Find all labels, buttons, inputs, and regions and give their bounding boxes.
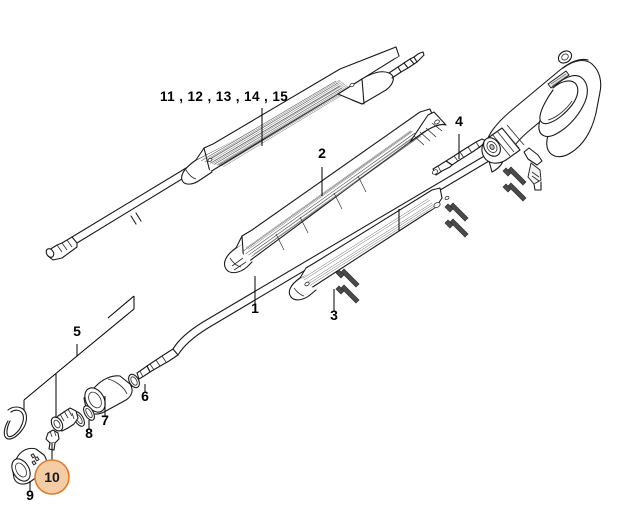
part-group-nozzle-assembly (3, 373, 140, 485)
callout-label-1: 1 (251, 300, 259, 316)
part-group-rotary-lance (45, 46, 425, 261)
lance-thin-tube-upper (45, 161, 201, 261)
rotary-lance-body (181, 46, 425, 185)
screw (502, 182, 527, 202)
callout-label-8: 8 (85, 425, 93, 441)
lance-tube-fitting (136, 348, 179, 380)
part-group-spray-gun (481, 50, 602, 191)
screw (335, 268, 360, 288)
callout-label-7: 7 (101, 412, 109, 428)
callout-labels: 11 , 12 , 13 , 14 , 15 2 4 1 3 5 6 7 8 9… (26, 89, 463, 503)
gun-brand-logo (547, 70, 570, 89)
lance-housing-hatching (241, 128, 428, 260)
o-ring-7 (83, 405, 95, 421)
callout-label-3: 3 (330, 307, 338, 323)
retaining-clip (3, 406, 27, 440)
callout-label-5: 5 (73, 323, 81, 339)
nozzle-cap-markings (30, 453, 40, 466)
screw-group-lower (335, 268, 360, 304)
screw-group-middle (444, 202, 469, 238)
part-group-lance-lower-shell (288, 187, 450, 301)
screw (335, 284, 360, 304)
callout-label-2: 2 (318, 145, 326, 161)
screw (502, 166, 527, 186)
leader-lines (23, 108, 460, 492)
screw (444, 218, 469, 238)
gun-coupler (481, 124, 525, 164)
threaded-nipple (50, 407, 79, 432)
lance-hatching (200, 79, 353, 171)
callout-label-6: 6 (141, 388, 149, 404)
screw (444, 202, 469, 222)
callout-label-10: 10 (44, 469, 60, 485)
nozzle-sleeve (83, 375, 133, 415)
highlight-circle-10[interactable] (34, 459, 70, 495)
screw-group-upper (502, 166, 527, 202)
part-group-hose-connector (431, 138, 487, 176)
part-group-lance-housing (223, 108, 447, 274)
o-ring-6 (128, 373, 140, 389)
callout-label-4: 4 (455, 113, 463, 129)
lance-housing-ribs (275, 175, 367, 251)
callout-label-11-15: 11 , 12 , 13 , 14 , 15 (160, 89, 288, 104)
callout-label-9: 9 (26, 487, 34, 503)
nozzle-insert-10 (45, 429, 60, 451)
